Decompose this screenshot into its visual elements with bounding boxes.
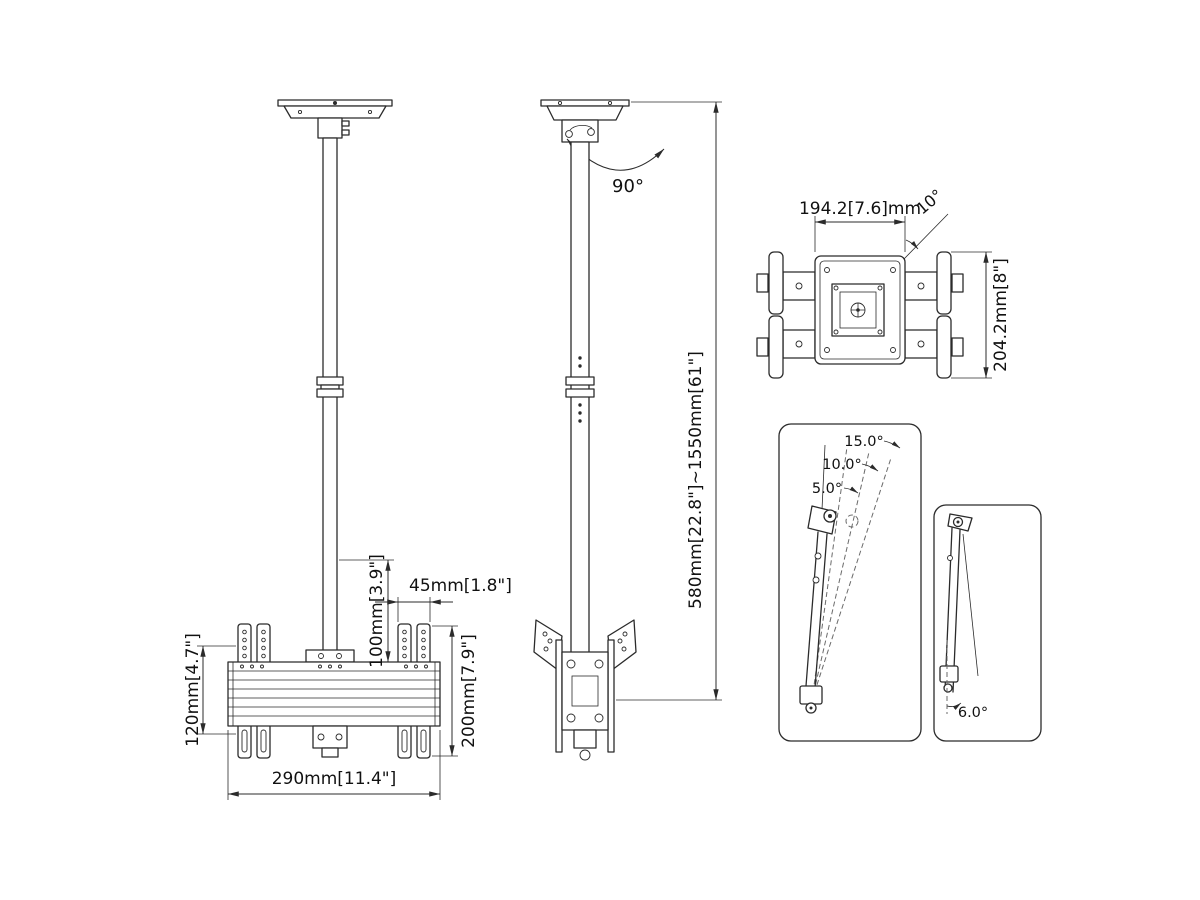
- dim-204mm: 204.2mm[8"]: [951, 251, 1011, 379]
- ceiling-plate-front: [277, 99, 393, 139]
- dim-120mm: 120mm[4.7"]: [183, 633, 236, 747]
- side-view: 90° 580mm[22.8"]~: [533, 99, 722, 761]
- tilt-down-view: 6.0°: [933, 504, 1042, 742]
- swivel-angle-label: 90°: [612, 176, 644, 197]
- ceiling-plate-side: [540, 99, 630, 143]
- angle-label-10deg-tilt: 10.0°: [822, 457, 862, 473]
- vesa-plate-top: [814, 255, 906, 365]
- dim-200mm: 200mm[7.9"]: [432, 625, 479, 757]
- pole-front: [316, 137, 344, 661]
- right-clamps: [904, 251, 964, 379]
- dim-290mm: 290mm[11.4"]: [227, 730, 441, 800]
- dim-45mm: 45mm[1.8"]: [375, 576, 512, 622]
- left-clamps: [756, 251, 816, 379]
- tilt-range-view: 15.0° 10.0° 5.0°: [778, 423, 922, 742]
- tilt-bracket-profile: [799, 505, 859, 714]
- angle-10deg: 10°: [903, 185, 949, 260]
- dim-height-range: 580mm[22.8"]~1550mm[61"]: [616, 101, 722, 701]
- dim-label-120mm: 120mm[4.7"]: [183, 633, 203, 747]
- strip-holes: [241, 629, 267, 753]
- dim-label-100mm: 100mm[3.9"]: [367, 554, 387, 668]
- dim-label-194mm: 194.2[7.6]mm: [799, 199, 921, 219]
- dim-label-290mm: 290mm[11.4"]: [272, 769, 397, 789]
- dim-label-45mm: 45mm[1.8"]: [409, 576, 512, 596]
- tilt-down-frame: [933, 504, 1042, 742]
- dim-label-200mm: 200mm[7.9"]: [459, 634, 479, 748]
- rail-holes: [240, 664, 428, 669]
- tilt-angle-labels: 15.0° 10.0° 5.0°: [812, 434, 901, 497]
- top-view: 194.2[7.6]mm 10° 204.2mm[8"]: [756, 185, 1011, 379]
- front-view: 100mm[3.9"] 45mm[1.8"] 120mm[4.7"] 200mm…: [183, 99, 512, 800]
- tilt-range-frame: [778, 423, 922, 742]
- angle-label-6deg: 6.0°: [958, 705, 988, 721]
- dim-194mm: 194.2[7.6]mm: [799, 199, 921, 252]
- dim-label-height-range: 580mm[22.8"]~1550mm[61"]: [686, 351, 706, 609]
- pole-side: [565, 141, 595, 656]
- dim-100mm: 100mm[3.9"]: [339, 554, 394, 668]
- angle-label-5deg: 5.0°: [812, 481, 842, 497]
- tilt-bracket-side: [533, 619, 637, 761]
- dim-label-204mm: 204.2mm[8"]: [991, 258, 1011, 372]
- tilt-down-bracket: [939, 513, 979, 693]
- strip-holes: [401, 629, 427, 753]
- angle-label-15deg: 15.0°: [844, 434, 884, 450]
- rail-assembly-front: [227, 649, 441, 758]
